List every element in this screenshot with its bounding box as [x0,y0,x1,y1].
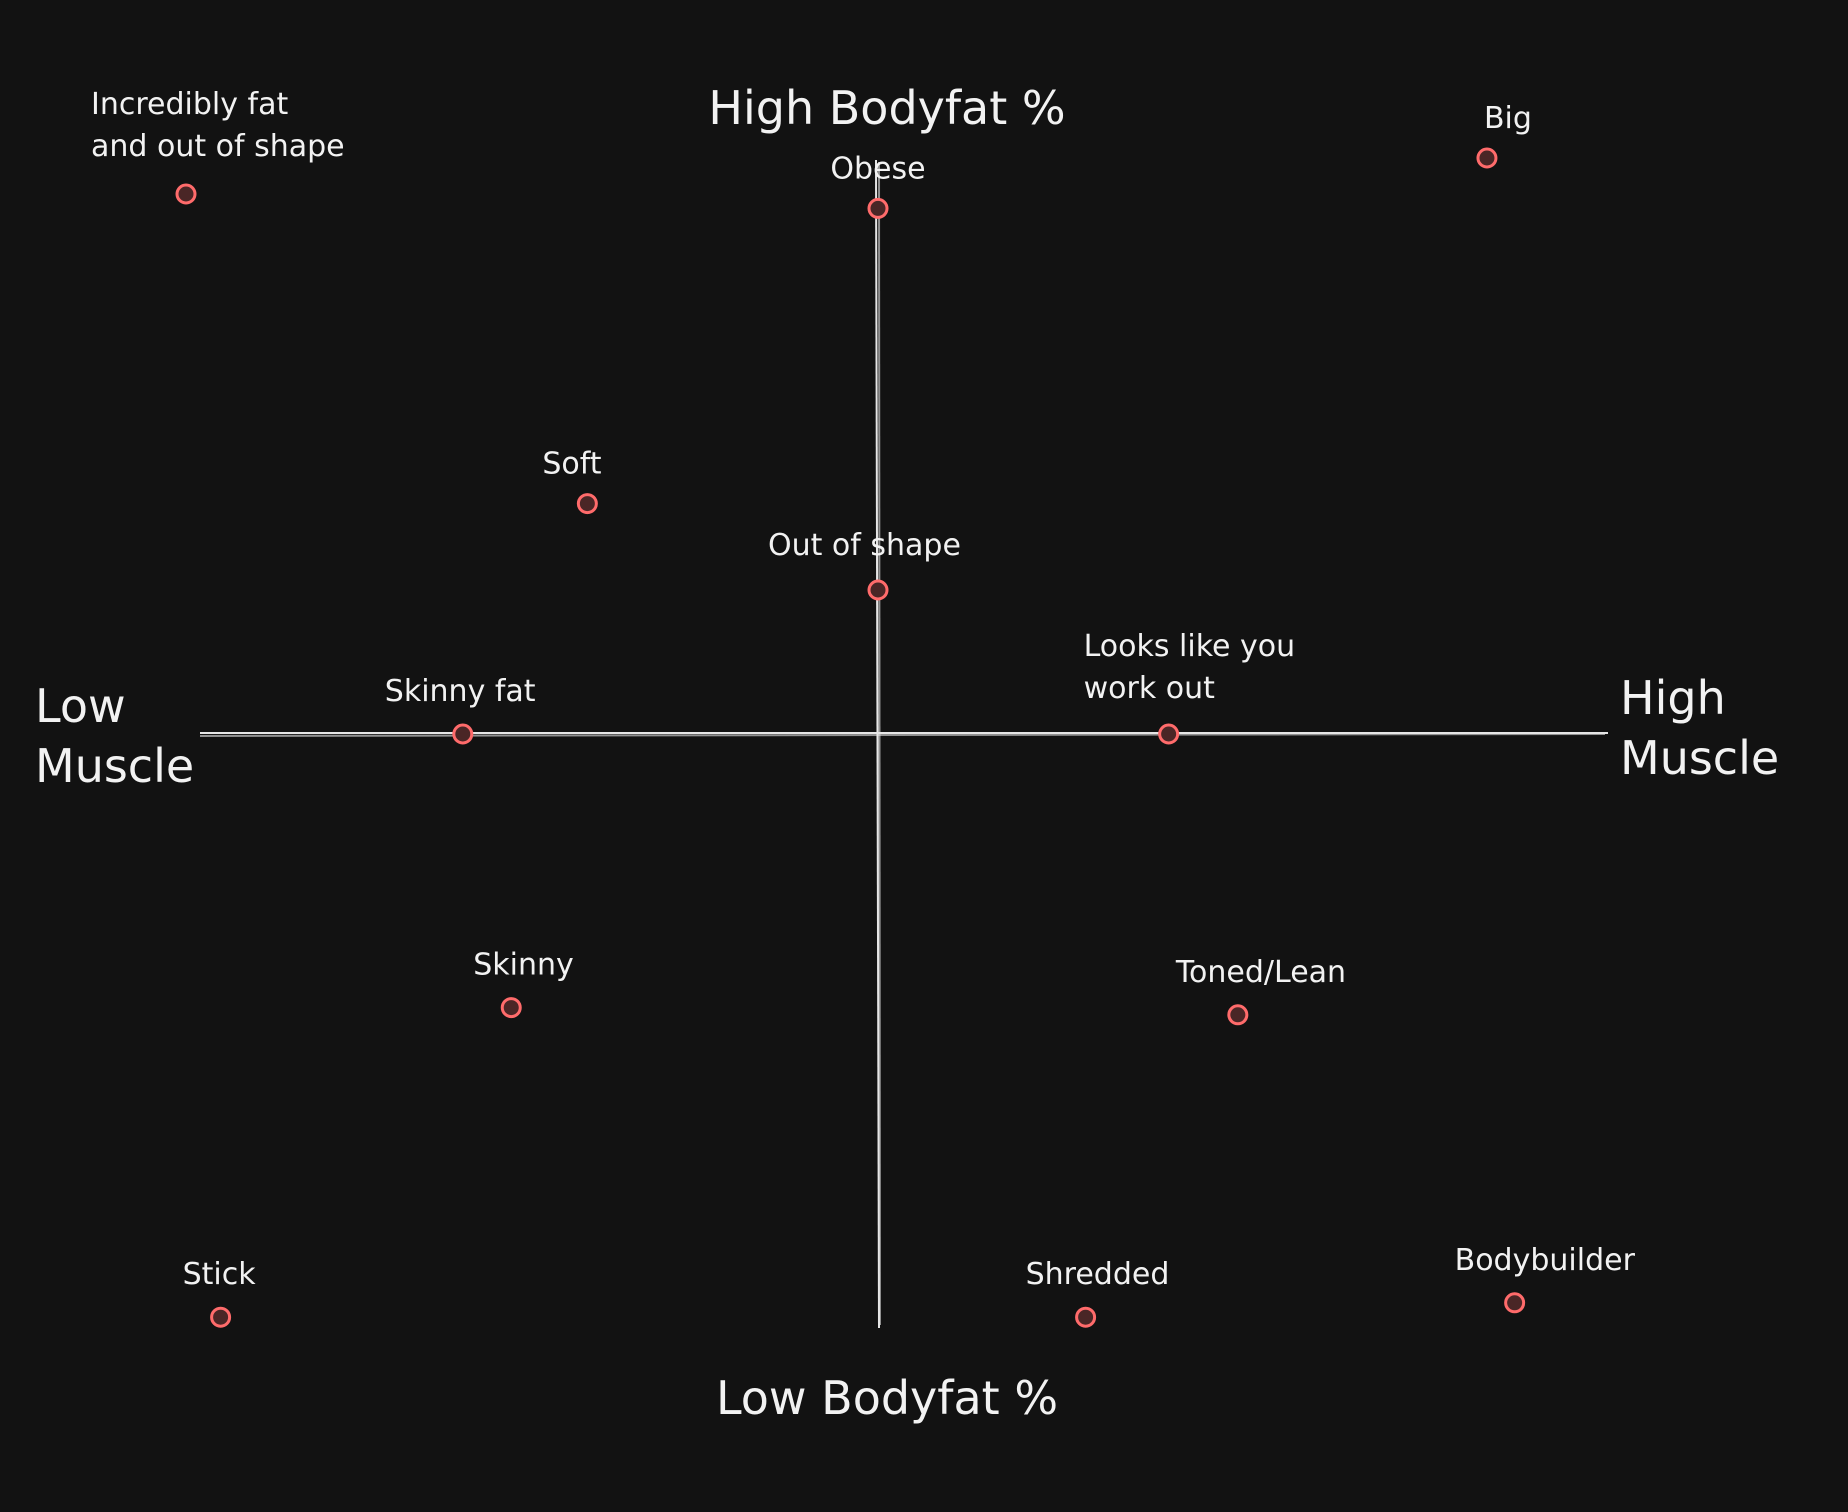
point-label-line: Incredibly fat [91,87,288,122]
point-label-shredded: Shredded [1026,1257,1170,1292]
point-marker-incredibly-fat [175,183,197,205]
point-marker-big [1476,147,1498,169]
axes [199,159,1608,1329]
point-label-skinny: Skinny [473,948,574,983]
axis-label-left-line-1: Low [35,679,126,733]
point-toned-lean: Toned/Lean [1175,955,1346,1026]
point-skinny-fat: Skinny fat [385,674,536,745]
point-label-toned-lean: Toned/Lean [1175,955,1346,990]
point-label-line: Out of shape [768,528,961,563]
point-label-obese: Obese [830,151,925,186]
point-obese: Obese [830,151,926,219]
point-label-line: Bodybuilder [1455,1243,1636,1278]
point-label-bodybuilder: Bodybuilder [1455,1243,1636,1278]
point-soft: Soft [542,447,602,515]
point-marker-out-of-shape [867,579,889,601]
point-label-looks-like-you-work-out: Looks like you work out [1084,629,1296,706]
point-label-line: Skinny [473,948,574,983]
axis-label-right-line-2: Muscle [1620,731,1779,785]
axis-label-bottom: Low Bodyfat % [716,1371,1058,1425]
point-marker-toned-lean [1227,1004,1249,1026]
point-marker-skinny [500,997,522,1019]
point-marker-bodybuilder [1504,1292,1526,1314]
point-out-of-shape: Out of shape [768,528,961,601]
point-looks-like-you-work-out: Looks like you work out [1084,629,1296,745]
point-stick: Stick [183,1257,257,1328]
point-marker-obese [867,197,889,219]
point-label-line: work out [1084,671,1216,706]
axis-label-right: High Muscle [1620,671,1779,785]
axis-label-right-line-1: High [1620,671,1726,725]
point-incredibly-fat: Incredibly fat and out of shape [91,87,345,205]
point-bodybuilder: Bodybuilder [1455,1243,1636,1314]
point-label-soft: Soft [542,447,601,482]
point-label-line: Looks like you [1084,629,1296,664]
point-label-line: Soft [542,447,601,482]
point-label-line: Toned/Lean [1175,955,1346,990]
axis-label-left: Low Muscle [35,679,194,793]
vertical-axis [875,159,880,1329]
point-label-out-of-shape: Out of shape [768,528,961,563]
point-marker-stick [210,1306,232,1328]
axis-label-top: High Bodyfat % [708,81,1065,135]
point-label-incredibly-fat: Incredibly fat and out of shape [91,87,345,164]
point-big: Big [1476,101,1532,169]
vertical-axis-sketch [878,161,881,1326]
point-marker-soft [576,493,598,515]
point-label-line: Skinny fat [385,674,536,709]
axis-label-left-line-2: Muscle [35,739,194,793]
point-skinny: Skinny [473,948,574,1019]
point-label-line: Big [1484,101,1532,136]
point-label-big: Big [1484,101,1532,136]
point-label-line: and out of shape [91,129,345,164]
point-label-line: Stick [183,1257,257,1292]
point-label-line: Obese [830,151,925,186]
point-marker-looks-like-you-work-out [1158,723,1180,745]
horizontal-axis-sketch [199,733,1606,737]
point-label-skinny-fat: Skinny fat [385,674,536,709]
point-shredded: Shredded [1026,1257,1170,1328]
point-label-line: Shredded [1026,1257,1170,1292]
point-marker-skinny-fat [452,723,474,745]
point-label-stick: Stick [183,1257,257,1292]
point-marker-shredded [1075,1306,1097,1328]
